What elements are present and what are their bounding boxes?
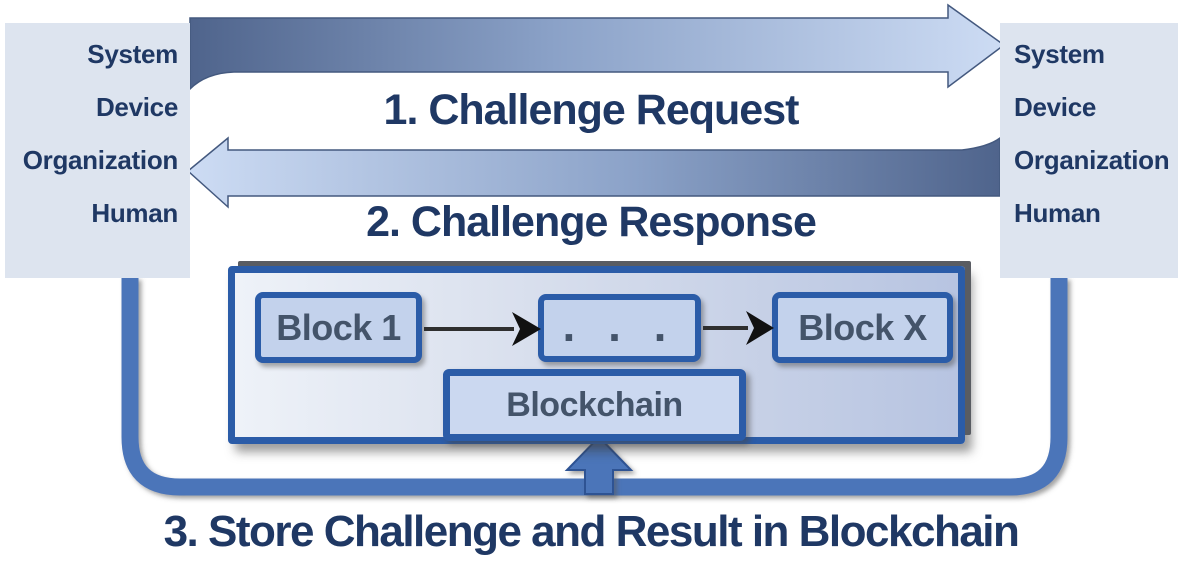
- block-ellipsis-node: . . .: [538, 294, 701, 362]
- challenge-request-arrow-icon: [189, 3, 1006, 91]
- step-3-store-label: 3. Store Challenge and Result in Blockch…: [163, 507, 1020, 556]
- challenge-response-arrow-icon: [186, 136, 1001, 209]
- step-1-challenge-request-label: 1. Challenge Request: [383, 86, 800, 134]
- right-entity-device: Device: [1014, 92, 1097, 122]
- left-entity-panel: System Device Organization Human: [5, 23, 190, 278]
- right-entity-organization: Organization: [1014, 145, 1170, 175]
- left-entity-device: Device: [95, 92, 178, 122]
- left-entity-organization: Organization: [22, 145, 179, 175]
- block-x-node: Block X: [772, 292, 953, 363]
- step-2-challenge-response-label: 2. Challenge Response: [366, 198, 817, 246]
- right-entity-system: System: [1014, 39, 1105, 69]
- block-1-node: Block 1: [255, 292, 422, 363]
- left-entity-system: System: [87, 39, 178, 69]
- blockchain-label-box: Blockchain: [443, 369, 746, 441]
- left-entity-human: Human: [91, 198, 178, 228]
- right-entity-human: Human: [1014, 198, 1101, 228]
- store-up-arrow-icon: [564, 435, 634, 495]
- right-entity-panel: System Device Organization Human: [1000, 23, 1178, 278]
